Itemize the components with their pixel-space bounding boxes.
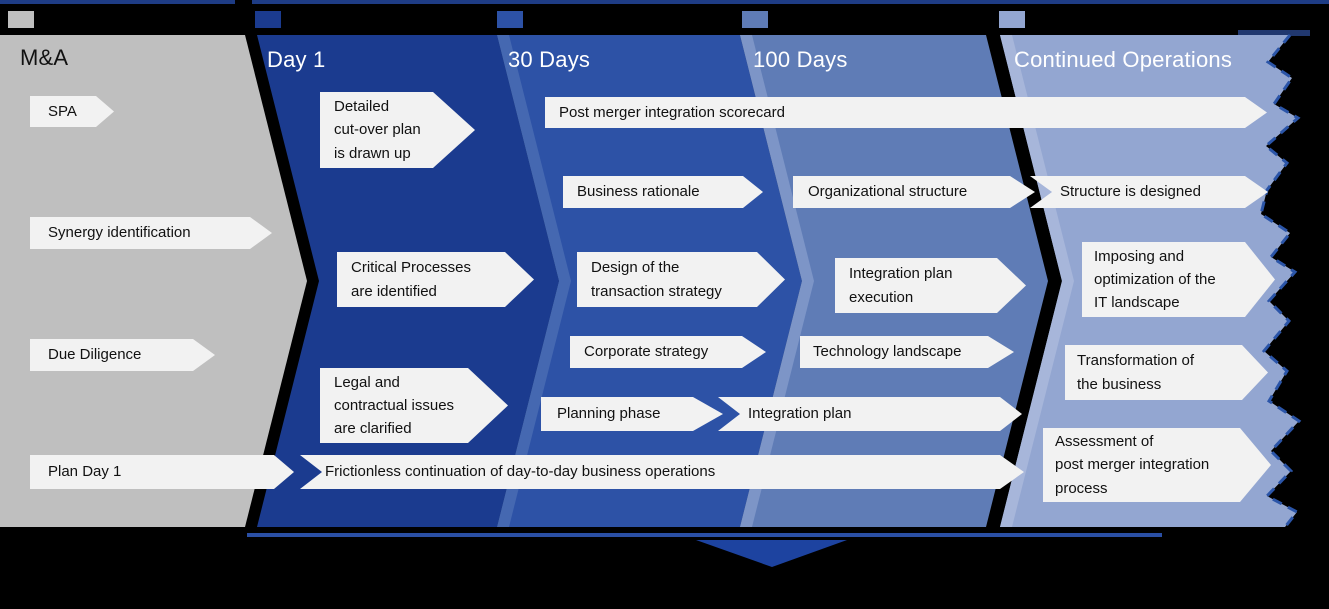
phase-header-30days: 30 Days	[508, 47, 591, 72]
top-rule-left	[0, 0, 235, 4]
process-arrow-label: Planning phase	[557, 405, 661, 423]
process-arrow-transaction-strategy: Design of the transaction strategy	[577, 252, 785, 307]
down-arrow-icon	[696, 540, 847, 567]
torn-edge-dashed-border	[1259, 34, 1302, 528]
bottom-rule	[247, 533, 1162, 537]
phase-band-ma	[0, 35, 307, 527]
top-rule-right	[252, 0, 1329, 4]
process-arrow-label: Critical Processes are identified	[351, 259, 472, 300]
process-arrow-integration-plan: Integration plan	[718, 397, 1022, 431]
process-arrow-label: Assessment of post merger integration pr…	[1055, 433, 1210, 497]
banner-arrow-pmi-scorecard: Post merger integration scorecard	[545, 97, 1267, 128]
phase-header-continued: Continued Operations	[1014, 47, 1233, 72]
process-arrow-due-diligence: Due Diligence	[30, 339, 215, 371]
process-arrow-label: Structure is designed	[1060, 183, 1201, 201]
legend-swatch-ma	[8, 11, 34, 28]
legend-swatch-day1	[255, 11, 281, 28]
process-arrow-corporate-strategy: Corporate strategy	[570, 336, 766, 368]
banner-arrow-label: Post merger integration scorecard	[559, 103, 785, 121]
process-arrow-label: Synergy identification	[48, 224, 191, 242]
process-arrow-label: Due Diligence	[48, 346, 142, 364]
process-arrow-label: Imposing and optimization of the IT land…	[1094, 247, 1216, 312]
process-arrow-label: Business rationale	[577, 183, 700, 201]
process-arrow-plan-day-1: Plan Day 1	[30, 455, 294, 489]
legend-swatch-continued	[999, 11, 1025, 28]
legend-swatch-100days	[742, 11, 768, 28]
process-arrow-label: Detailed cut-over plan is drawn up	[334, 98, 421, 162]
process-arrow-label: Plan Day 1	[48, 463, 122, 481]
process-arrow-organizational-structure: Organizational structure	[793, 176, 1035, 208]
phase-header-100days: 100 Days	[753, 47, 848, 72]
process-arrow-spa: SPA	[30, 96, 114, 127]
process-arrow-label: Legal and contractual issues are clarifi…	[334, 373, 455, 438]
phase-header-day1: Day 1	[267, 47, 326, 72]
process-arrow-label: Transformation of the business	[1077, 352, 1194, 393]
process-arrow-synergy-identification: Synergy identification	[30, 217, 272, 249]
process-arrow-business-rationale: Business rationale	[563, 176, 763, 208]
process-arrow-business-transformation: Transformation of the business	[1065, 345, 1268, 400]
process-arrow-label: Corporate strategy	[584, 343, 709, 361]
process-arrow-label: Organizational structure	[808, 183, 968, 201]
process-arrow-label: Design of the transaction strategy	[591, 259, 722, 300]
phase-header-ma: M&A	[20, 45, 69, 70]
process-arrow-legal-contractual: Legal and contractual issues are clarifi…	[320, 368, 508, 443]
process-arrow-technology-landscape: Technology landscape	[800, 336, 1014, 368]
process-arrow-label: Integration plan	[748, 405, 852, 423]
process-arrow-pmi-assessment: Assessment of post merger integration pr…	[1043, 428, 1271, 502]
process-arrow-label: Integration plan execution	[849, 265, 953, 306]
process-arrow-planning-phase: Planning phase	[541, 397, 723, 431]
legend-swatch-30days	[497, 11, 523, 28]
process-arrow-label: SPA	[48, 102, 77, 120]
banner-arrow-label: Frictionless continuation of day-to-day …	[325, 463, 716, 481]
process-arrow-it-landscape-optimization: Imposing and optimization of the IT land…	[1082, 242, 1275, 317]
process-arrow-structure-designed: Structure is designed	[1030, 176, 1268, 208]
process-arrow-label: Technology landscape	[813, 343, 962, 361]
process-arrow-integration-plan-execution: Integration plan execution	[835, 258, 1026, 313]
banner-arrow-frictionless-operations: Frictionless continuation of day-to-day …	[300, 455, 1024, 489]
top-right-rule	[1238, 30, 1310, 36]
process-arrow-critical-processes: Critical Processes are identified	[337, 252, 534, 307]
